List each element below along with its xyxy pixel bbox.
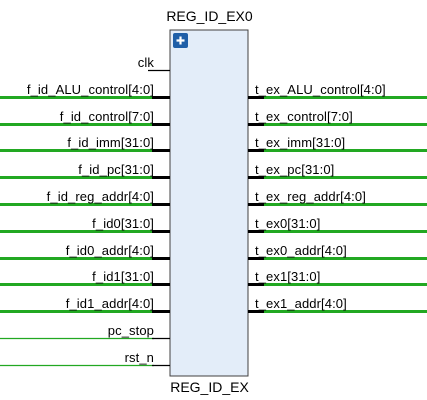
cell-type-label: REG_ID_EX xyxy=(170,379,249,395)
output-pin-label: t_ex_control[7:0] xyxy=(255,108,353,124)
input-pin-label: f_id1[31:0] xyxy=(92,268,154,284)
block-body[interactable] xyxy=(169,29,249,377)
output-pin-label: t_ex_ALU_control[4:0] xyxy=(255,81,386,97)
input-pin-label: f_id_ALU_control[4:0] xyxy=(26,81,154,97)
output-pin-label: t_ex0[31:0] xyxy=(255,215,321,231)
input-pin-label: f_id1_addr[4:0] xyxy=(65,295,154,311)
output-pin-label: t_ex1_addr[4:0] xyxy=(255,295,347,311)
output-pin-label: t_ex_imm[31:0] xyxy=(255,134,346,150)
input-pin-label: f_id_reg_addr[4:0] xyxy=(46,188,154,204)
input-pin-label: f_id_imm[31:0] xyxy=(67,134,154,150)
input-pin-label: pc_stop xyxy=(107,322,154,338)
output-pin-label: t_ex0_addr[4:0] xyxy=(255,242,347,258)
output-pin-label: t_ex_reg_addr[4:0] xyxy=(255,188,366,204)
input-pin-label: f_id_control[7:0] xyxy=(59,108,154,124)
output-pin-label: t_ex1[31:0] xyxy=(255,268,321,284)
input-pin-label: f_id_pc[31:0] xyxy=(78,161,154,177)
input-pin-label: rst_n xyxy=(124,349,154,365)
plus-icon[interactable] xyxy=(173,33,188,48)
instance-name: REG_ID_EX0 xyxy=(166,8,253,24)
input-pin-label: f_id0_addr[4:0] xyxy=(65,242,154,258)
output-pin-label: t_ex_pc[31:0] xyxy=(255,161,335,177)
input-pin-label: clk xyxy=(137,54,154,70)
input-pin-label: f_id0[31:0] xyxy=(92,215,154,231)
